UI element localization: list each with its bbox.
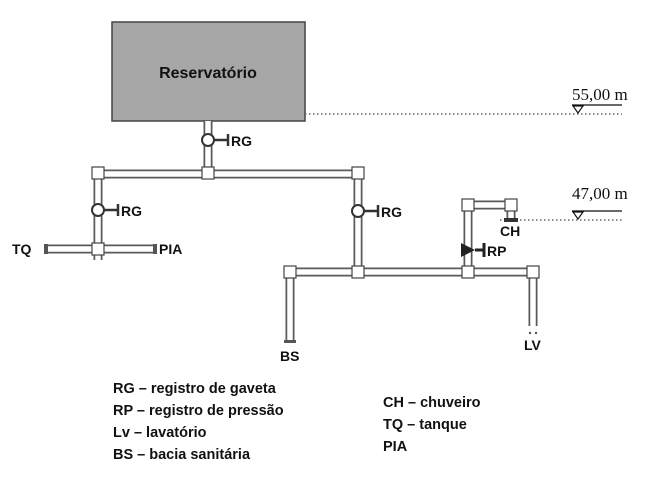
pipe-network [48,121,538,340]
legend-item: BS – bacia sanitária [113,447,251,463]
legend-item: TQ – tanque [383,417,467,433]
shower-head-icon [504,218,518,222]
pipe-fittings [91,166,540,279]
legend-left: RG – registro de gaveta RP – registro de… [113,378,284,466]
tq-label: TQ [12,241,32,257]
legend-item: CH – chuveiro [383,395,481,411]
level-label-bottom: 47,00 m [572,184,628,203]
reservoir-tank [111,21,306,122]
gate-valve-left-icon [91,203,120,217]
legend-item: RG – registro de gaveta [113,381,276,397]
legend-right: CH – chuveiro TQ – tanque PIA [383,392,481,458]
rg-left-label: RG [121,203,142,219]
pipe-ends [44,244,538,343]
legend-item: Lv – lavatório [113,425,207,441]
bs-label: BS [280,348,299,364]
pressure-valve-icon [461,243,486,257]
rp-label: RP [487,243,506,259]
level-label-top: 55,00 m [572,85,628,104]
rg-main-label: RG [231,133,252,149]
level-marker-bottom [571,210,622,221]
gate-valve-right-icon [351,204,380,218]
reservoir-label: Reservatório [159,65,257,82]
ch-label: CH [500,223,520,239]
gate-valve-main-icon [201,133,230,147]
pia-label: PIA [159,241,182,257]
legend-item: PIA [383,439,408,455]
level-marker-top [571,104,622,115]
rg-right-label: RG [381,204,402,220]
lv-label: LV [524,337,542,353]
legend-item: RP – registro de pressão [113,403,284,419]
